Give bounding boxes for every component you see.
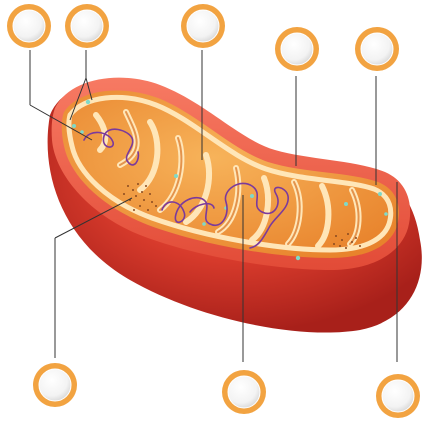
- label-marker-8[interactable]: [376, 374, 420, 418]
- label-marker-3[interactable]: [181, 4, 225, 48]
- label-marker-7[interactable]: [222, 370, 266, 414]
- label-marker-2[interactable]: [65, 4, 109, 48]
- label-marker-6[interactable]: [33, 363, 77, 407]
- label-marker-1[interactable]: [7, 4, 51, 48]
- label-marker-4[interactable]: [275, 27, 319, 71]
- label-marker-5[interactable]: [355, 27, 399, 71]
